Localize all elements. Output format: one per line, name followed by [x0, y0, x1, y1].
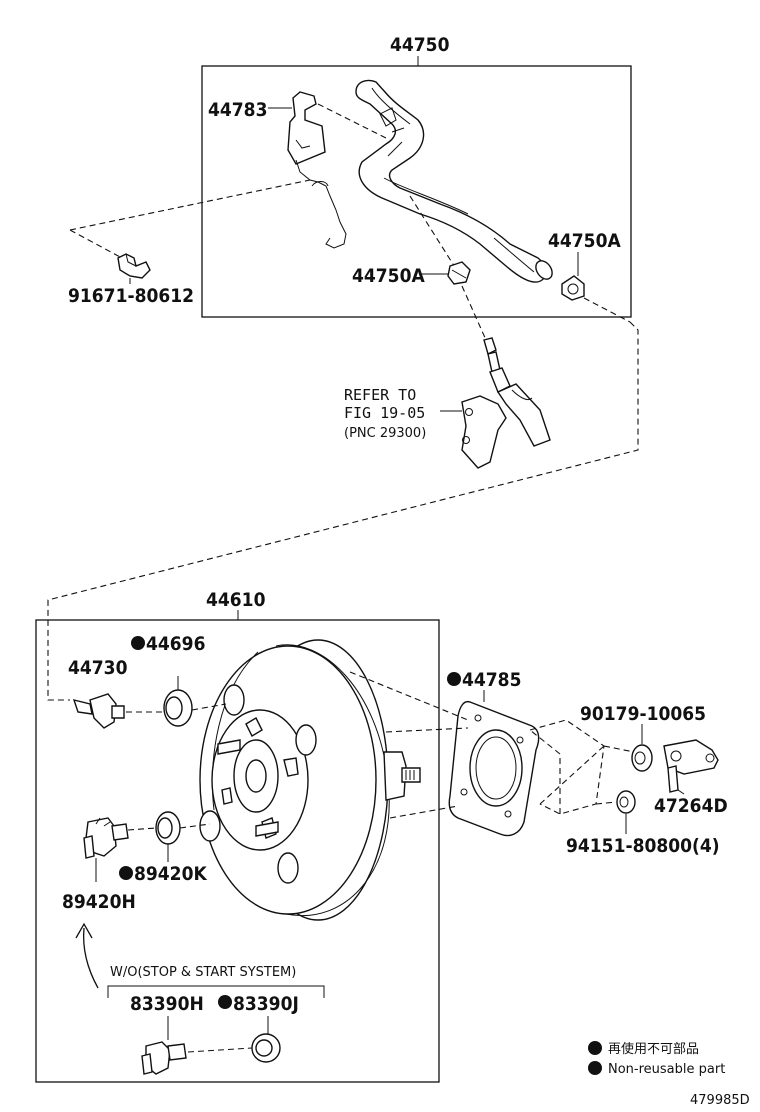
hose-assy-frame	[201, 65, 632, 318]
nut-94151	[616, 790, 636, 814]
label-47264D[interactable]: 47264D	[654, 795, 728, 817]
label-44750A-left[interactable]: 44750A	[352, 265, 425, 287]
label-91671-80612[interactable]: 91671-80612	[68, 285, 194, 307]
grommet	[163, 689, 193, 727]
label-83390H[interactable]: 83390H	[130, 993, 204, 1015]
mounting-bolt	[117, 253, 151, 279]
legend: 再使用不可部品 Non-reusable part	[588, 1041, 725, 1077]
check-valve	[72, 693, 125, 729]
hose-clip-left	[447, 261, 471, 285]
hose-bracket	[287, 91, 347, 249]
booster-group: 44610	[35, 589, 440, 1083]
label-94151-80800[interactable]: 94151-80800(4)	[566, 835, 720, 857]
gasket	[448, 700, 540, 837]
non-reusable-dot-89420K	[119, 866, 133, 880]
hose-clip-right	[561, 275, 585, 301]
nut-90179	[631, 744, 653, 772]
legend-text-jp: 再使用不可部品	[608, 1041, 699, 1057]
legend-dot-jp	[588, 1041, 602, 1055]
label-89420H[interactable]: 89420H	[62, 891, 136, 913]
label-44750A-right[interactable]: 44750A	[548, 230, 621, 252]
non-reusable-dot-44785	[447, 672, 461, 686]
non-reusable-dot-44696	[131, 636, 145, 650]
sensor-seal	[155, 811, 181, 845]
vacuum-hose	[355, 79, 553, 283]
clevis	[663, 739, 719, 793]
condition-note[interactable]: W/O(STOP & START SYSTEM)	[110, 965, 296, 980]
legend-text-en: Non-reusable part	[608, 1062, 725, 1077]
mount-group: 44785 90179-10065 47264D	[349, 669, 728, 857]
label-44783[interactable]: 44783	[208, 99, 267, 121]
label-44610[interactable]: 44610	[206, 589, 266, 611]
label-44730[interactable]: 44730	[68, 657, 128, 679]
label-83390J[interactable]: 83390J	[233, 993, 299, 1015]
switch-seal	[251, 1033, 281, 1063]
label-44785[interactable]: 44785	[462, 669, 521, 691]
brake-booster	[199, 639, 421, 921]
label-89420K[interactable]: 89420K	[134, 863, 207, 885]
hose-group: 44750 44783 447	[47, 34, 639, 701]
label-44750[interactable]: 44750	[390, 34, 450, 56]
engine-pipe	[461, 337, 551, 469]
non-reusable-dot-83390J	[218, 995, 232, 1009]
refer-group: REFER TO FIG 19-05 (PNC 29300)	[344, 337, 551, 469]
arrow-up-icon	[75, 922, 99, 989]
label-44696[interactable]: 44696	[146, 633, 205, 655]
legend-dot-en	[588, 1061, 602, 1075]
vacuum-sensor	[83, 817, 129, 859]
refer-line-3[interactable]: (PNC 29300)	[344, 426, 426, 441]
label-90179-10065[interactable]: 90179-10065	[580, 703, 706, 725]
figure-code: 479985D	[690, 1093, 750, 1108]
pressure-switch	[141, 1041, 187, 1075]
refer-line-2[interactable]: FIG 19-05	[344, 404, 425, 422]
refer-line-1[interactable]: REFER TO	[344, 386, 416, 404]
